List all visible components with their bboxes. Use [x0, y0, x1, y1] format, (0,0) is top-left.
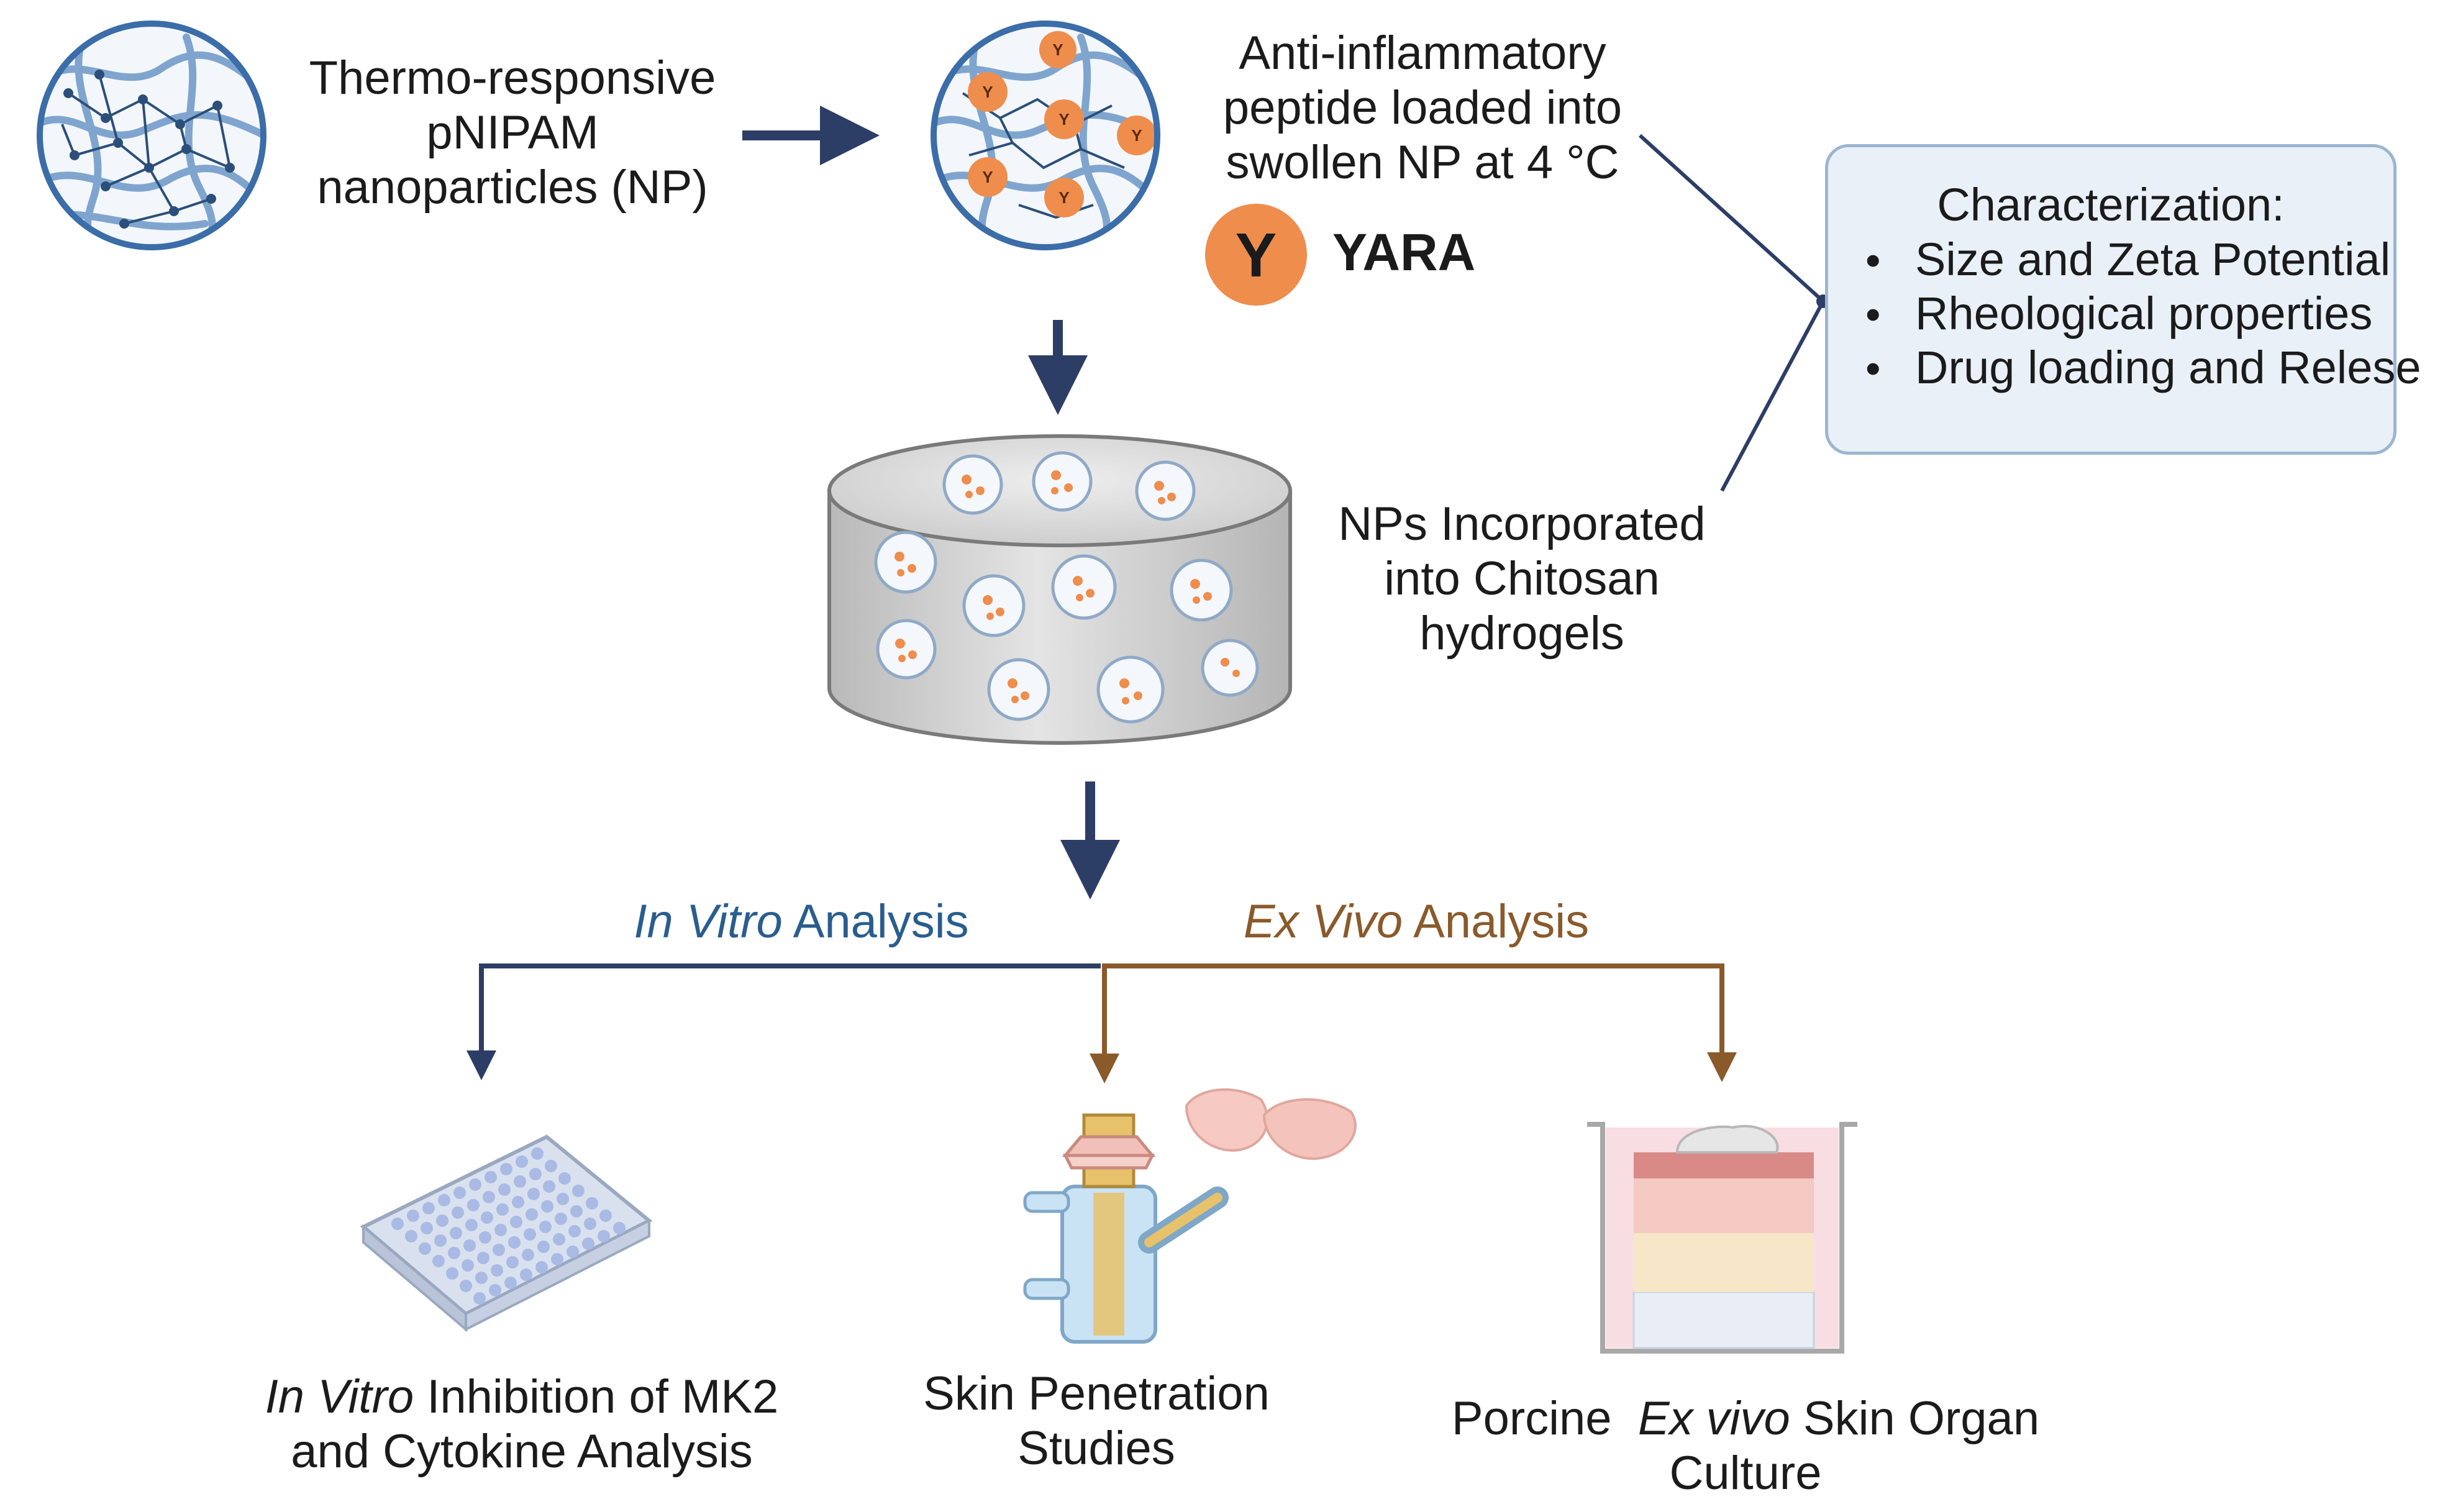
peptide-glyph: Y — [1058, 110, 1069, 129]
peptide-glyph: Y — [1052, 40, 1063, 59]
organ-culture-line: Porcine Ex vivo Skin Organ — [1404, 1391, 2087, 1446]
skin-penetration-label: Skin Penetration Studies — [882, 1367, 1311, 1476]
in-vitro-branch-line — [467, 963, 1101, 1080]
ex-vivo-italic: Ex Vivo — [1243, 895, 1403, 948]
organ-culture-rest: Skin Organ — [1790, 1392, 2040, 1445]
np-label-line: Thermo-responsive — [309, 52, 716, 104]
peptide-glyph: Y — [1131, 126, 1142, 145]
peptide-label-line: swollen NP at 4 °C — [1226, 136, 1619, 189]
peptide-glyph: Y — [982, 168, 993, 186]
characterization-box: Characterization: Size and Zeta Potentia… — [1825, 144, 2421, 455]
peptide-label-line: Anti-inflammatory — [1239, 27, 1606, 80]
ex-vivo-branch-lines — [1090, 963, 1737, 1083]
organ-culture-label: Porcine Ex vivo Skin Organ Culture — [1404, 1391, 2087, 1501]
in-vitro-rest: Analysis — [782, 895, 969, 948]
skin-tissue-samples — [1185, 1088, 1357, 1160]
empty-nanoparticle — [37, 20, 266, 250]
hydrogel-label-line: hydrogels — [1419, 607, 1624, 660]
peptide-glyph: Y — [1058, 188, 1069, 207]
in-vitro-italic: In Vitro — [634, 895, 783, 948]
peptide-particles — [968, 31, 1157, 217]
in-vitro-output-line: and Cytokine Analysis — [291, 1425, 753, 1478]
organ-culture-italic: Ex vivo — [1637, 1392, 1790, 1445]
ex-vivo-rest: Analysis — [1403, 895, 1590, 948]
np-label-line: pNIPAM — [426, 106, 599, 159]
yara-icon — [1205, 204, 1307, 306]
in-vitro-output-label: In Vitro Inhibition of MK2 and Cytokine … — [236, 1370, 808, 1479]
chitosan-hydrogel — [827, 434, 1292, 745]
characterization-item: Drug loading and Relese — [1865, 341, 2421, 395]
np-label-line: nanoparticles (NP) — [317, 161, 708, 214]
well-plate — [360, 1134, 653, 1332]
np-label: Thermo-responsive pNIPAM nanoparticles (… — [289, 51, 736, 215]
hydrogel-label: NPs Incorporated into Chitosan hydrogels — [1311, 497, 1733, 661]
franz-diffusion-cell — [1023, 1113, 1229, 1344]
peptide-label-line: peptide loaded into — [1222, 81, 1623, 134]
yara-name: YARA — [1332, 223, 1476, 281]
skin-penetration-line: Skin Penetration — [923, 1367, 1270, 1420]
peptide-glyph: Y — [982, 83, 993, 101]
hydrogel-label-line: NPs Incorporated — [1338, 498, 1706, 550]
yara-icon-letter: Y — [1236, 221, 1277, 290]
characterization-connector — [1638, 134, 1825, 492]
in-vitro-output-line: In Vitro Inhibition of MK2 — [236, 1370, 808, 1424]
characterization-title: Characterization: — [1937, 179, 2285, 230]
peptide-label: Anti-inflammatory peptide loaded into sw… — [1193, 26, 1652, 190]
skin-penetration-line: Studies — [1017, 1422, 1175, 1475]
organ-culture-line: Culture — [1669, 1447, 1822, 1500]
ex-vivo-branch-label: Ex Vivo Analysis — [1211, 895, 1621, 949]
organ-culture-pre: Porcine — [1451, 1392, 1638, 1445]
in-vitro-output-italic: In Vitro — [265, 1370, 414, 1423]
characterization-item: Size and Zeta Potential — [1865, 233, 2421, 287]
characterization-item: Rheological properties — [1865, 287, 2421, 341]
skin-organ-culture-well — [1587, 1122, 1857, 1354]
in-vitro-output-rest: Inhibition of MK2 — [414, 1370, 779, 1423]
loaded-nanoparticle: Y Y Y Y Y Y — [931, 20, 1160, 250]
characterization-list: Size and Zeta Potential Rheological prop… — [1865, 233, 2421, 395]
in-vitro-branch-label: In Vitro Analysis — [596, 895, 1006, 949]
embedded-nanoparticles — [874, 451, 1259, 724]
hydrogel-label-line: into Chitosan — [1384, 552, 1660, 605]
